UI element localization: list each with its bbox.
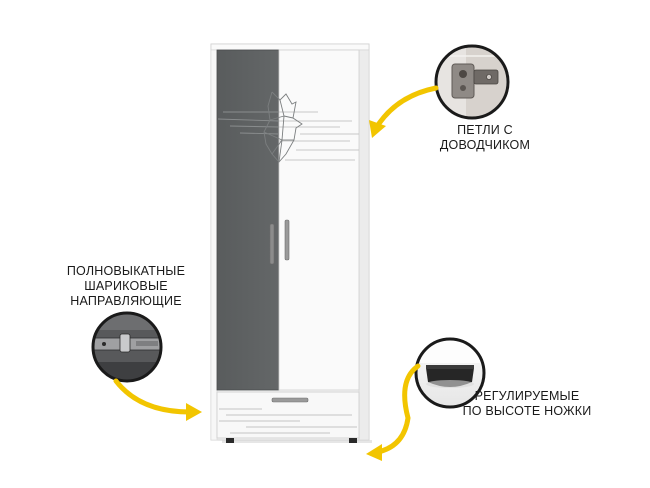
right-door bbox=[278, 49, 360, 391]
hinges-label-line1: ПЕТЛИ С bbox=[457, 123, 513, 137]
left-door bbox=[216, 49, 280, 391]
callout-arrowheads bbox=[186, 120, 386, 461]
foot-right bbox=[349, 438, 357, 443]
hinge-detail-ring bbox=[434, 44, 510, 120]
hinges-label: ПЕТЛИ С ДОВОДЧИКОМ bbox=[430, 123, 540, 153]
drawer-handle bbox=[271, 397, 309, 403]
rails-label-line1: ПОЛНОВЫКАТНЫЕ bbox=[66, 264, 186, 278]
rails-label-line2: ШАРИКОВЫЕ bbox=[84, 279, 168, 293]
rail-detail-ring bbox=[91, 311, 163, 383]
legs-label-line2: ПО ВЫСОТЕ НОЖКИ bbox=[462, 404, 592, 418]
hinge-detail bbox=[434, 44, 510, 120]
leg-arrow bbox=[375, 363, 421, 455]
callout-arrows bbox=[113, 85, 439, 455]
hinge-arrow bbox=[373, 85, 439, 131]
wardrobe bbox=[210, 43, 372, 443]
door-line-decor bbox=[217, 111, 359, 161]
right-door-handle bbox=[284, 219, 290, 261]
left-door-handle bbox=[269, 223, 275, 265]
rails-label: ПОЛНОВЫКАТНЫЕ ШАРИКОВЫЕ НАПРАВЛЯЮЩИЕ bbox=[56, 264, 196, 309]
hinge-arrowhead bbox=[369, 120, 386, 138]
rail-arrow bbox=[113, 378, 193, 415]
legs-label: РЕГУЛИРУЕМЫЕ ПО ВЫСОТЕ НОЖКИ bbox=[432, 389, 622, 419]
rail-arrowhead bbox=[186, 403, 202, 421]
drawer-line-decor bbox=[219, 408, 357, 434]
legs-label-line1: РЕГУЛИРУЕМЫЕ bbox=[474, 389, 580, 403]
leg-detail-ring bbox=[414, 337, 486, 409]
foot-left bbox=[226, 438, 234, 443]
hinges-label-line2: ДОВОДЧИКОМ bbox=[439, 138, 531, 152]
wolf-head-emblem bbox=[263, 91, 303, 163]
leg-arrowhead bbox=[366, 444, 382, 461]
hinge-plate bbox=[451, 63, 475, 99]
rail-detail bbox=[91, 311, 163, 383]
rails-label-line3: НАПРАВЛЯЮЩИЕ bbox=[70, 294, 182, 308]
